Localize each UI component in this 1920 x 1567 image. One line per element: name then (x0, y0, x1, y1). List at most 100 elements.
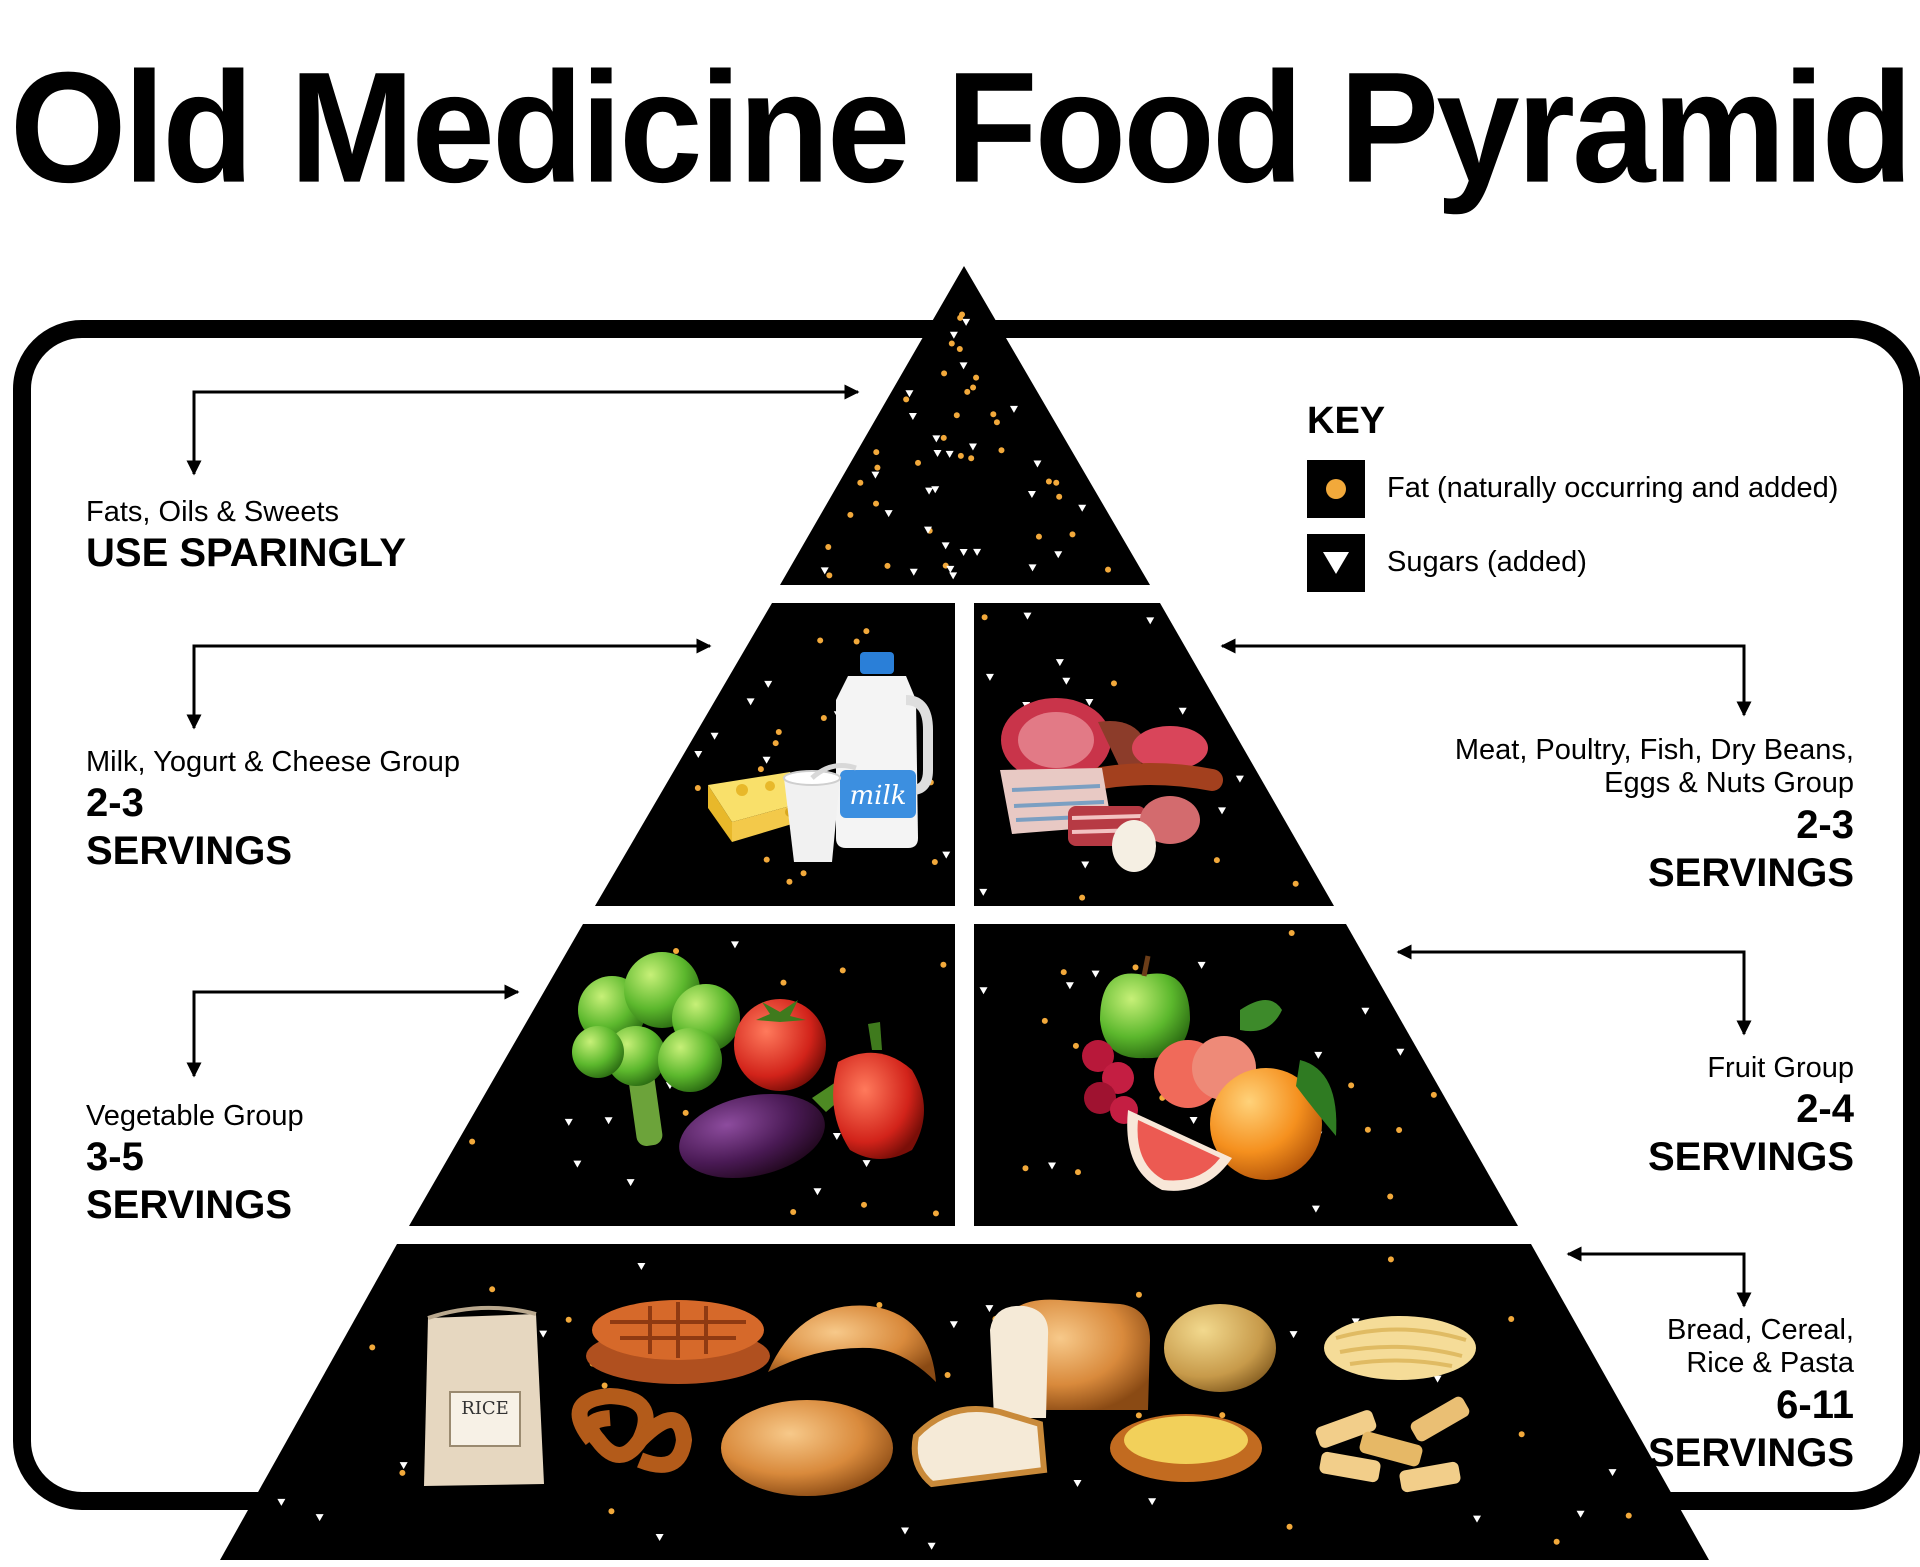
sugar-triangle-icon (573, 1160, 582, 1168)
sugar-triangle-icon (1055, 659, 1064, 667)
fat-dot-icon (1045, 478, 1052, 485)
sugar-triangle-icon (655, 1534, 664, 1542)
fat-dot-icon (694, 784, 701, 791)
sugar-triangle-icon (832, 1132, 841, 1140)
fruit-name: Fruit Group (1707, 1052, 1854, 1084)
fat-dot-icon (1348, 1082, 1355, 1089)
fat-dot-icon (1396, 1127, 1403, 1134)
sugar-triangle-icon (1433, 1375, 1442, 1383)
fat-dot-icon (369, 1344, 376, 1351)
milk-unit: SERVINGS (86, 829, 292, 874)
sugar-triangle-icon (925, 487, 934, 495)
page-title: Old Medicine Food Pyramid (9, 38, 1913, 216)
arrow-fats (186, 384, 860, 476)
sugar-triangle-icon (694, 751, 703, 759)
sugar-triangle-icon (764, 680, 773, 688)
sugar-triangle-icon (949, 331, 958, 339)
sugar-triangle-icon (1361, 1007, 1370, 1015)
fat-dot-icon (1387, 1256, 1394, 1263)
svg-text:RICE: RICE (461, 1398, 509, 1419)
fat-dot-icon (940, 961, 947, 968)
sugar-triangle-icon (1314, 1051, 1323, 1059)
sugar-triangle-icon (1197, 961, 1206, 969)
sugar-triangle-icon (908, 412, 917, 420)
fat-dot-icon (608, 1508, 615, 1515)
noodles-icon (1324, 1316, 1476, 1380)
sugar-triangle-icon (604, 1117, 613, 1125)
sugar-triangle-icon (637, 1262, 646, 1270)
fat-dot-icon (993, 419, 1000, 426)
vegetable-unit: SERVINGS (86, 1183, 292, 1228)
fat-dot-icon (1105, 566, 1112, 573)
sugar-triangle-icon (901, 1527, 910, 1535)
arrow-meat (1220, 638, 1752, 717)
fat-dot-icon (800, 870, 807, 877)
broccoli-icon (572, 952, 740, 1146)
sugar-triangle-icon (1062, 677, 1071, 685)
orange-icon (1210, 1060, 1337, 1180)
fat-dot-icon (1553, 1538, 1560, 1545)
sugar-triangle-icon (277, 1498, 286, 1506)
fat-dot-icon (853, 638, 860, 645)
sugar-triangle-icon (564, 1118, 573, 1126)
sugar-triangle-icon (949, 572, 958, 580)
fat-dot-icon (1387, 1193, 1394, 1200)
sugar-triangle-icon (941, 542, 950, 550)
fat-dot-icon (1110, 680, 1117, 687)
fat-dot-icon (874, 464, 881, 471)
round-bread-icon (721, 1400, 893, 1496)
sugar-triangle-icon (985, 673, 994, 681)
fruit-unit: SERVINGS (1648, 1135, 1854, 1180)
arrows (186, 384, 1752, 1308)
fat-dot-icon (1364, 1126, 1371, 1133)
sugar-triangle-icon (1023, 612, 1032, 620)
fat-dot-icon (863, 628, 870, 635)
fat-dot-icon (825, 543, 832, 550)
sugar-triangle-icon (820, 567, 829, 575)
sugar-triangle-icon (626, 1179, 635, 1187)
fat-dot-icon (847, 511, 854, 518)
fat-dot-icon (1079, 894, 1086, 901)
fat-dot-icon (990, 411, 997, 418)
sugar-triangle-icon (1351, 1318, 1360, 1326)
fat-dot-icon (790, 1208, 797, 1215)
sugar-triangle-icon (1027, 490, 1036, 498)
sugar-triangle-icon (1091, 970, 1100, 978)
arrow-grain (1566, 1246, 1752, 1308)
label-vegetable: Vegetable Group 3-5 SERVINGS (86, 1100, 304, 1229)
fruit-count: 2-4 (1796, 1087, 1854, 1132)
fat-dot-icon (873, 449, 880, 456)
fats-name: Fats, Oils & Sweets (86, 496, 340, 528)
label-fats: Fats, Oils & Sweets USE SPARINGLY (86, 496, 406, 577)
fat-dot-icon (673, 948, 680, 955)
grain-name-line1: Bread, Cereal, (1667, 1314, 1854, 1346)
sugar-triangle-icon (730, 941, 739, 949)
fat-dot-icon (884, 562, 891, 569)
fats-servings: USE SPARINGLY (86, 531, 407, 576)
sugar-triangle-icon (1178, 707, 1187, 715)
fat-dot-icon (1307, 460, 1365, 518)
sugar-triangle-icon (1148, 1498, 1157, 1506)
fat-dot-icon (1219, 1412, 1226, 1419)
fat-dot-icon (964, 388, 971, 395)
grain-unit: SERVINGS (1648, 1430, 1854, 1475)
sugar-triangle-icon (1028, 564, 1037, 572)
fat-dot-icon (915, 459, 922, 466)
egg-icon (1112, 820, 1156, 872)
fat-dot-icon (1213, 857, 1220, 864)
key-fat-label: Fat (naturally occurring and added) (1387, 472, 1839, 504)
sugar-triangle-icon (933, 449, 942, 457)
fat-dot-icon (941, 370, 948, 377)
sugar-triangle-icon (1078, 504, 1087, 512)
red-pepper-icon (833, 1022, 924, 1159)
sugar-triangle-icon (985, 1305, 994, 1313)
sugar-triangle-icon (927, 1542, 936, 1550)
sugar-triangle-icon (909, 568, 918, 576)
fat-dot-icon (1069, 531, 1076, 538)
fat-dot-icon (944, 1371, 951, 1378)
sugar-triangle-icon (979, 987, 988, 995)
vegetable-name: Vegetable Group (86, 1100, 304, 1132)
fat-dot-icon (1518, 1431, 1525, 1438)
fat-dot-icon (956, 345, 963, 352)
svg-text:milk: milk (849, 781, 906, 811)
